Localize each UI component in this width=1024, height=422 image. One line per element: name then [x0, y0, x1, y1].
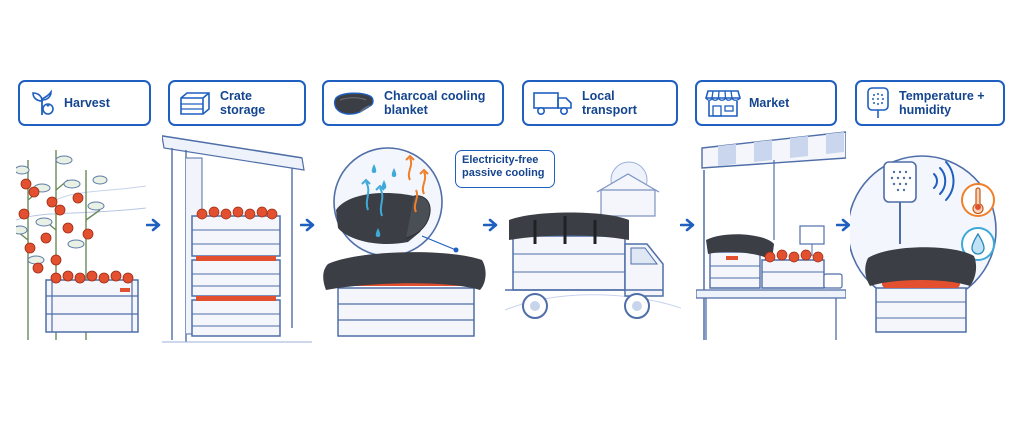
step-market-label: Market: [695, 80, 837, 126]
local-transport-illustration: [505, 161, 681, 319]
sensor-illustration: [850, 155, 997, 333]
callout-text: Electricity-free passive cooling: [462, 154, 545, 180]
step-harvest-text: Harvest: [64, 95, 110, 110]
flow-arrow-icon: [483, 218, 498, 232]
seedling-tomato-icon: [32, 89, 54, 115]
crate-storage-illustration: [162, 135, 312, 343]
flow-arrow-icon: [836, 218, 851, 232]
crate-icon: [180, 92, 210, 115]
market-stall-icon: [705, 90, 741, 117]
market-illustration: [696, 131, 846, 340]
step-market-text: Market: [749, 95, 790, 110]
droplet-icon: [971, 232, 985, 255]
step-crate-storage-text: Crate storage: [220, 88, 266, 117]
harvest-illustration: [16, 150, 146, 340]
flow-arrow-icon: [680, 218, 695, 232]
step-charcoal-blanket-label: Charcoal cooling blanket: [322, 80, 504, 126]
flow-arrow-icon: [300, 218, 315, 232]
truck-icon: [533, 92, 572, 115]
charcoal-blanket-illustration: [323, 147, 486, 337]
step-sensor-text: Temperature + humidity: [899, 88, 985, 117]
step-crate-storage-label: Crate storage: [168, 80, 306, 126]
step-harvest-label: Harvest: [18, 80, 151, 126]
sensor-icon: [867, 87, 889, 118]
step-charcoal-blanket-text: Charcoal cooling blanket: [384, 88, 486, 117]
passive-cooling-callout: Electricity-free passive cooling: [455, 150, 555, 188]
step-local-transport-label: Local transport: [522, 80, 678, 126]
blanket-icon: [333, 92, 374, 115]
step-local-transport-text: Local transport: [582, 88, 637, 117]
flow-arrow-icon: [146, 218, 161, 232]
step-sensor-label: Temperature + humidity: [855, 80, 1005, 126]
